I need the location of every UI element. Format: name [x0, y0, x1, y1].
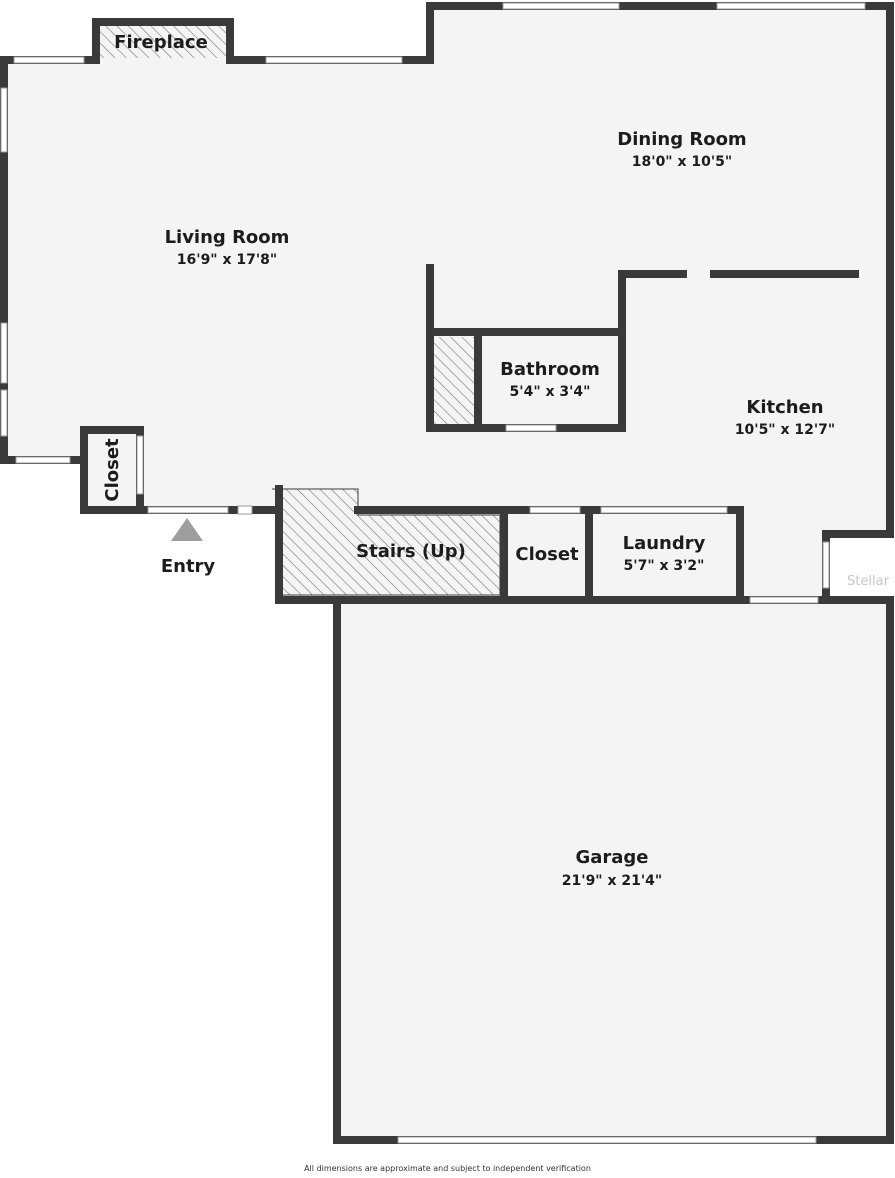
window: [13, 56, 85, 64]
window: [749, 596, 819, 604]
laundry-dims: 5'7" x 3'2": [624, 558, 705, 574]
entry-arrow-icon: [171, 518, 203, 541]
entry-closet-label: Closet: [102, 438, 123, 502]
dining-room-dims: 18'0" x 10'5": [632, 154, 732, 170]
wall: [275, 485, 894, 604]
window: [265, 56, 403, 64]
kitchen-name: Kitchen: [746, 397, 823, 418]
window: [0, 389, 8, 437]
bathroom-wall: [426, 264, 687, 432]
window: [529, 506, 581, 514]
fireplace-hearth: [98, 24, 226, 58]
disclaimer-footer: All dimensions are approximate and subje…: [304, 1164, 591, 1173]
window: [502, 2, 620, 10]
main-floor: [4, 6, 890, 597]
window: [505, 424, 557, 432]
entry-door-opening: [147, 506, 229, 514]
window: [716, 2, 866, 10]
dining-room-name: Dining Room: [617, 129, 746, 150]
bathroom-hatch: [433, 337, 476, 425]
fireplace-wall: [92, 18, 234, 64]
window: [0, 87, 8, 153]
hall-closet-label: Closet: [515, 544, 579, 565]
window: [397, 1136, 817, 1144]
window: [822, 541, 830, 589]
living-room-name: Living Room: [165, 227, 290, 248]
laundry-name: Laundry: [623, 533, 706, 554]
stairs-label: Stairs (Up): [356, 541, 466, 562]
entry-closet-floor: [84, 430, 140, 510]
bathroom-name: Bathroom: [500, 359, 600, 380]
garage-floor: [337, 600, 890, 1140]
labels: Fireplace Dining Room 18'0" x 10'5" Livi…: [102, 32, 890, 889]
garage-dims: 21'9" x 21'4": [562, 873, 662, 889]
window: [15, 456, 71, 464]
windows: [0, 2, 866, 1144]
window: [136, 435, 144, 495]
bathroom-dims: 5'4" x 3'4": [510, 384, 591, 400]
garage-name: Garage: [575, 847, 648, 868]
kitchen-dims: 10'5" x 12'7": [735, 422, 835, 438]
window: [0, 322, 8, 384]
door-marker: [237, 505, 253, 515]
window: [600, 506, 728, 514]
floor-areas: [4, 6, 890, 1140]
living-room-dims: 16'9" x 17'8": [177, 252, 277, 268]
fireplace-label: Fireplace: [114, 32, 208, 53]
watermark: Stellar: [847, 574, 890, 589]
wall: [354, 506, 744, 601]
entry-label: Entry: [161, 556, 216, 577]
